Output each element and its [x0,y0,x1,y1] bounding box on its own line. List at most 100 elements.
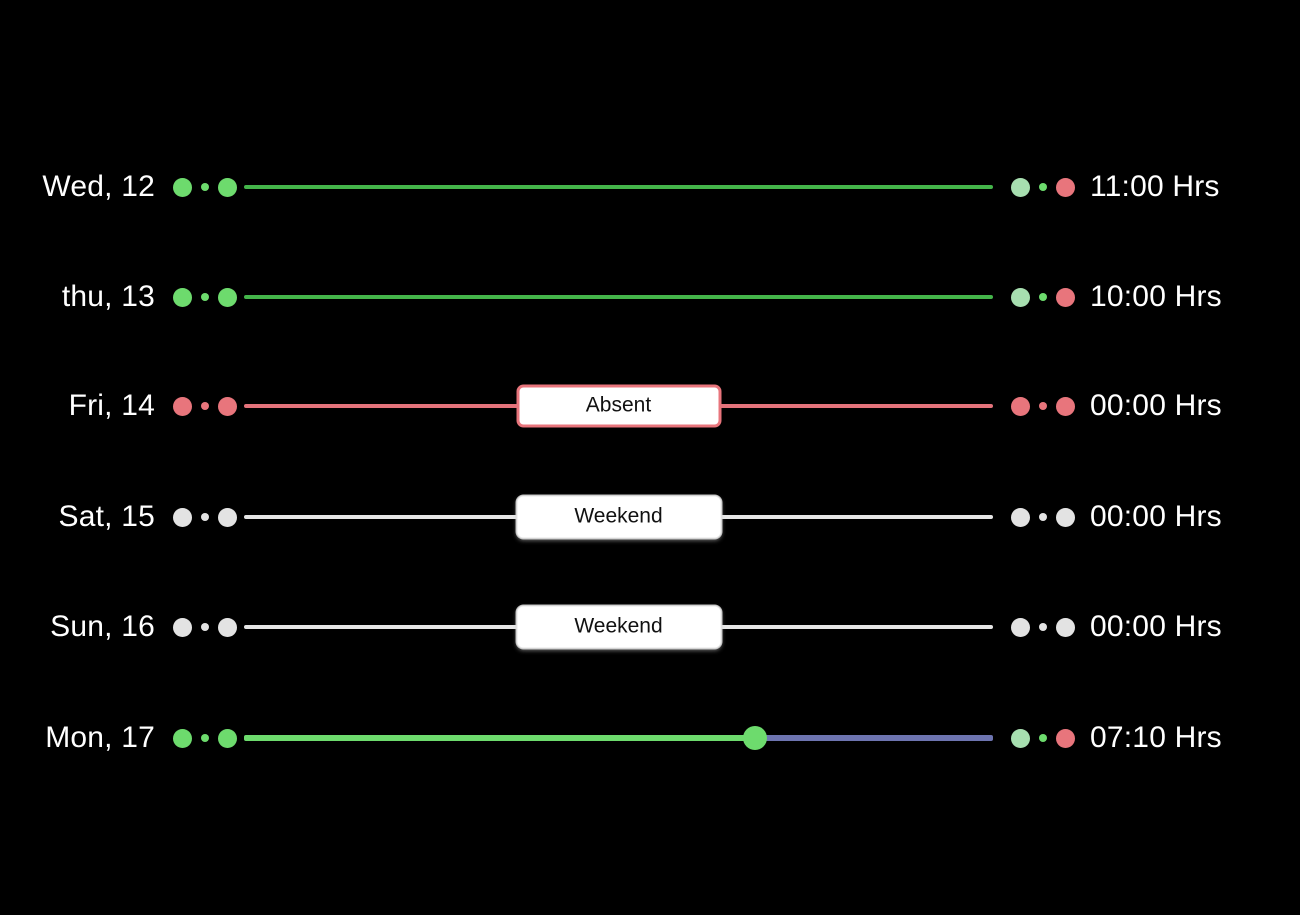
separator-dot-icon[interactable] [1039,402,1047,410]
timeline-row[interactable]: Sun, 16 Weekend 00:00 Hrs [0,597,1300,657]
spacer [1047,406,1056,407]
clock-in-secondary-dot-icon[interactable] [218,287,237,307]
timeline-track[interactable] [244,708,993,768]
spacer [209,187,218,188]
status-badge[interactable]: Weekend [516,605,721,649]
clock-out-dot-icon[interactable] [1011,617,1030,637]
clock-out-secondary-dot-icon[interactable] [1056,177,1075,197]
spacer [209,406,218,407]
spacer [209,738,218,739]
clock-out-secondary-dot-icon[interactable] [1056,287,1075,307]
clock-in-dot-icon[interactable] [173,396,192,416]
clock-in-secondary-dot-icon[interactable] [218,728,237,748]
clock-in-dot-icon[interactable] [173,177,192,197]
clock-in-secondary-dot-icon[interactable] [218,396,237,416]
clock-out-markers[interactable] [1011,267,1075,327]
timeline-track[interactable] [244,267,993,327]
track-segment-worked[interactable] [244,185,993,189]
separator-dot-icon[interactable] [1039,623,1047,631]
day-label: Sun, 16 [50,610,155,643]
separator-dot-icon[interactable] [1039,183,1047,191]
clock-out-dot-icon[interactable] [1011,287,1030,307]
clock-in-markers[interactable] [173,597,237,657]
spacer [192,738,201,739]
status-badge[interactable]: Weekend [516,495,721,539]
spacer [192,297,201,298]
separator-dot-icon[interactable] [201,293,209,301]
break-marker-dot-icon[interactable] [742,726,767,750]
spacer [209,517,218,518]
spacer [1030,406,1039,407]
clock-in-markers[interactable] [173,708,237,768]
clock-in-secondary-dot-icon[interactable] [218,507,237,527]
spacer [192,406,201,407]
clock-out-markers[interactable] [1011,487,1075,547]
clock-out-markers[interactable] [1011,157,1075,217]
separator-dot-icon[interactable] [201,623,209,631]
spacer [1030,738,1039,739]
clock-in-markers[interactable] [173,157,237,217]
track-segment-worked[interactable] [244,295,993,299]
timeline-row[interactable]: Sat, 15 Weekend 00:00 Hrs [0,487,1300,547]
clock-in-markers[interactable] [173,267,237,327]
status-badge[interactable]: Absent [516,384,721,428]
timeline-track[interactable]: Weekend [244,597,993,657]
clock-out-secondary-dot-icon[interactable] [1056,728,1075,748]
day-label: Wed, 12 [42,170,155,203]
separator-dot-icon[interactable] [1039,293,1047,301]
total-hours-label: 07:10 Hrs [1090,721,1222,754]
clock-in-dot-icon[interactable] [173,287,192,307]
day-label: thu, 13 [61,280,155,313]
track-segment-break[interactable] [754,735,993,741]
spacer [209,297,218,298]
day-label: Fri, 14 [68,389,155,422]
spacer [1047,517,1056,518]
spacer [1030,627,1039,628]
clock-out-markers[interactable] [1011,597,1075,657]
total-hours-label: 11:00 Hrs [1090,170,1220,203]
track-segment-worked[interactable] [244,735,755,741]
clock-in-secondary-dot-icon[interactable] [218,177,237,197]
clock-out-secondary-dot-icon[interactable] [1056,396,1075,416]
spacer [1030,187,1039,188]
spacer [1047,187,1056,188]
total-hours-label: 00:00 Hrs [1090,500,1222,533]
spacer [1047,297,1056,298]
separator-dot-icon[interactable] [201,513,209,521]
separator-dot-icon[interactable] [201,183,209,191]
clock-in-dot-icon[interactable] [173,617,192,637]
spacer [192,187,201,188]
clock-out-secondary-dot-icon[interactable] [1056,507,1075,527]
clock-in-markers[interactable] [173,376,237,436]
clock-in-secondary-dot-icon[interactable] [218,617,237,637]
clock-out-dot-icon[interactable] [1011,396,1030,416]
spacer [1047,738,1056,739]
clock-in-dot-icon[interactable] [173,507,192,527]
spacer [1047,627,1056,628]
clock-out-secondary-dot-icon[interactable] [1056,617,1075,637]
clock-out-markers[interactable] [1011,708,1075,768]
timeline-track[interactable]: Absent [244,376,993,436]
spacer [192,627,201,628]
timeline-row[interactable]: Wed, 12 11:00 Hrs [0,157,1300,217]
clock-in-markers[interactable] [173,487,237,547]
spacer [1030,517,1039,518]
timeline-track[interactable]: Weekend [244,487,993,547]
clock-in-dot-icon[interactable] [173,728,192,748]
spacer [209,627,218,628]
day-label: Sat, 15 [58,500,155,533]
separator-dot-icon[interactable] [1039,734,1047,742]
separator-dot-icon[interactable] [1039,513,1047,521]
total-hours-label: 00:00 Hrs [1090,610,1222,643]
timeline-track[interactable] [244,157,993,217]
separator-dot-icon[interactable] [201,402,209,410]
separator-dot-icon[interactable] [201,734,209,742]
clock-out-dot-icon[interactable] [1011,507,1030,527]
clock-out-markers[interactable] [1011,376,1075,436]
clock-out-dot-icon[interactable] [1011,177,1030,197]
clock-out-dot-icon[interactable] [1011,728,1030,748]
